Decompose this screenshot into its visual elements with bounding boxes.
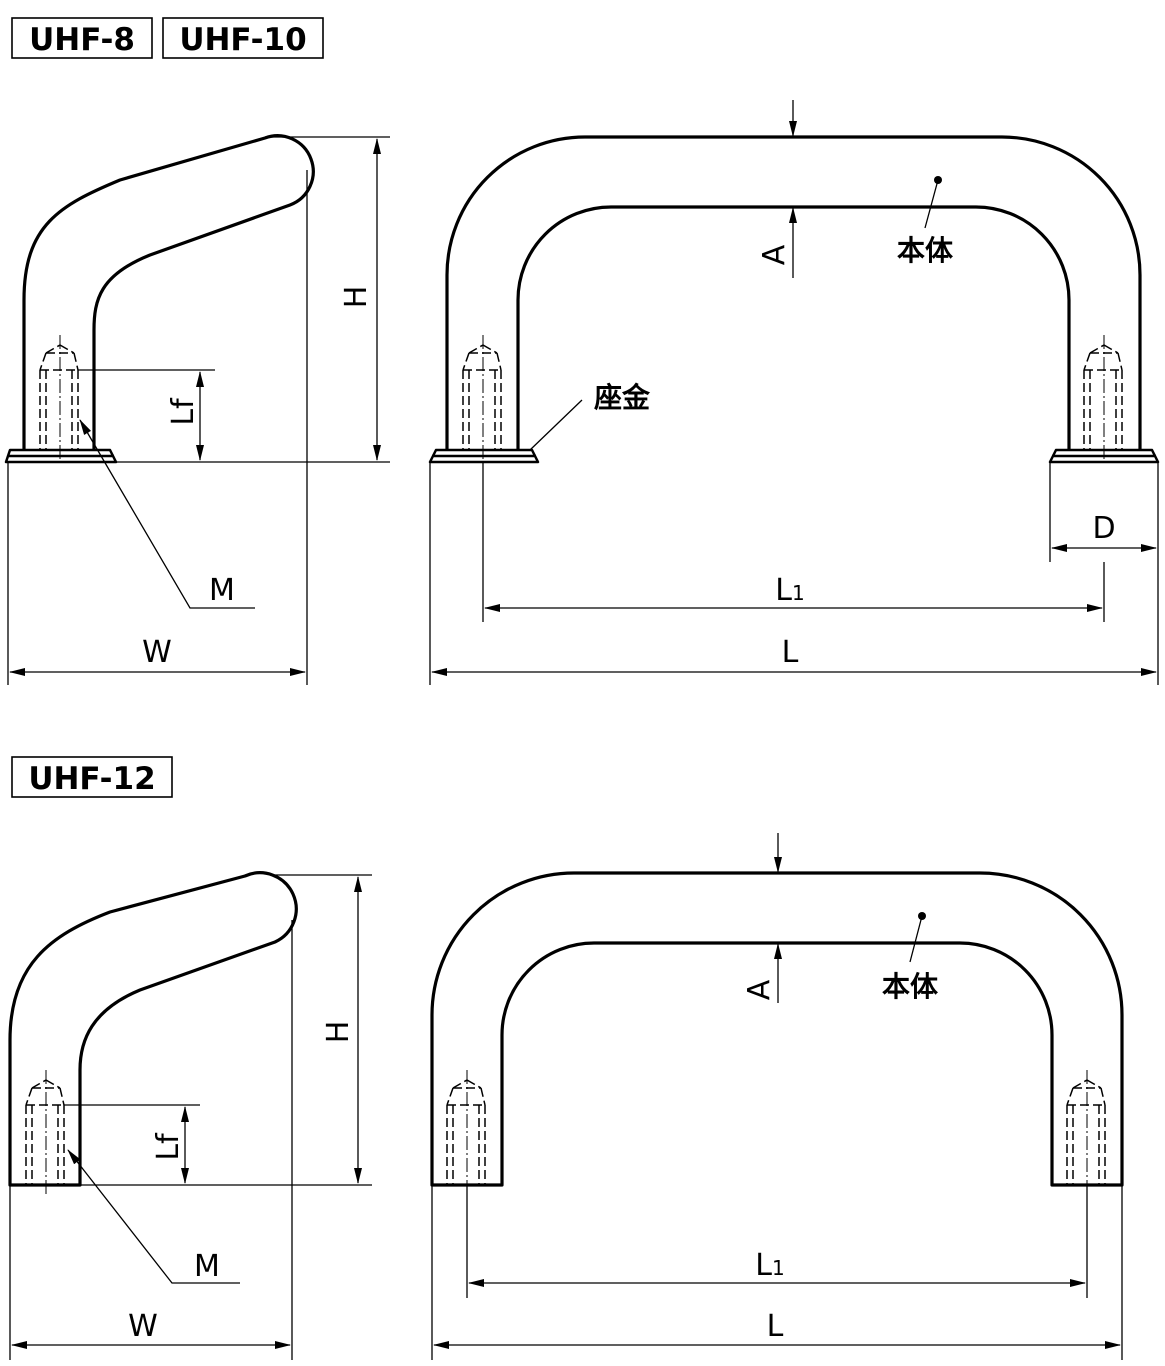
threaded-insert [1066, 1070, 1106, 1195]
hidden-line [39, 352, 47, 371]
svg-text:UHF-8: UHF-8 [29, 22, 135, 58]
washer-label: 座金 [594, 381, 651, 414]
hidden-line [480, 1087, 486, 1106]
a-label: A [757, 244, 792, 265]
handle-front [430, 871, 1124, 1187]
hidden-line [1072, 1079, 1088, 1089]
hidden-line [1089, 344, 1105, 354]
top-side-view: Lf H M W [4, 134, 390, 685]
l1-label: L1 [775, 573, 804, 608]
hidden-line [59, 344, 75, 354]
handle-side-profile [22, 134, 315, 450]
h-label: H [339, 286, 374, 309]
h-label: H [321, 1021, 356, 1044]
hidden-line [446, 1087, 454, 1106]
l1-label: L1 [755, 1248, 784, 1283]
bottom-side-view: Lf H M W [8, 871, 372, 1360]
lf-label: Lf [151, 1132, 186, 1161]
hidden-line [1066, 1087, 1074, 1106]
hidden-line [1103, 344, 1119, 354]
handle-front-outer [445, 135, 1142, 450]
title-uhf-10: UHF-10 [162, 17, 324, 59]
threaded-insert [446, 1070, 486, 1195]
washer-left [428, 448, 540, 464]
hidden-line [1083, 352, 1091, 371]
body-label: 本体 [882, 970, 939, 1003]
bottom-front-view: A 本体 L1 L [430, 833, 1124, 1360]
l-label: L [782, 635, 799, 670]
l-label: L [767, 1309, 784, 1344]
hidden-line [25, 1087, 33, 1106]
w-label: W [142, 635, 172, 670]
hidden-line [31, 1079, 47, 1089]
d-label: D [1092, 511, 1115, 546]
svg-text:UHF-12: UHF-12 [28, 761, 155, 797]
hidden-line [1117, 352, 1123, 371]
hidden-line [462, 352, 470, 371]
hidden-line [1100, 1087, 1106, 1106]
handle-side-profile [8, 871, 298, 1187]
hidden-line [482, 344, 498, 354]
lf-label: Lf [166, 397, 201, 426]
top-front-view: A 本体 座金 D L1 L [428, 100, 1160, 685]
hidden-line [466, 1079, 482, 1089]
hidden-line [452, 1079, 468, 1089]
w-label: W [128, 1309, 158, 1344]
hidden-line [45, 344, 61, 354]
threaded-insert [462, 335, 502, 460]
threaded-insert [39, 335, 79, 460]
hidden-line [496, 352, 502, 371]
threaded-insert [1083, 335, 1123, 460]
a-label: A [742, 979, 777, 1000]
hidden-line [1086, 1079, 1102, 1089]
hidden-line [59, 1087, 65, 1106]
m-label: M [209, 573, 235, 608]
m-label: M [194, 1249, 220, 1284]
title-uhf-8: UHF-8 [11, 17, 153, 59]
svg-text:UHF-10: UHF-10 [179, 22, 306, 58]
body-label: 本体 [897, 234, 954, 267]
threaded-insert [25, 1070, 65, 1195]
washer-side [4, 448, 118, 464]
hidden-threaded-inserts [25, 335, 1123, 1195]
hidden-line [468, 344, 484, 354]
hidden-line [45, 1079, 61, 1089]
hidden-line [73, 352, 79, 371]
title-uhf-12: UHF-12 [11, 756, 173, 798]
